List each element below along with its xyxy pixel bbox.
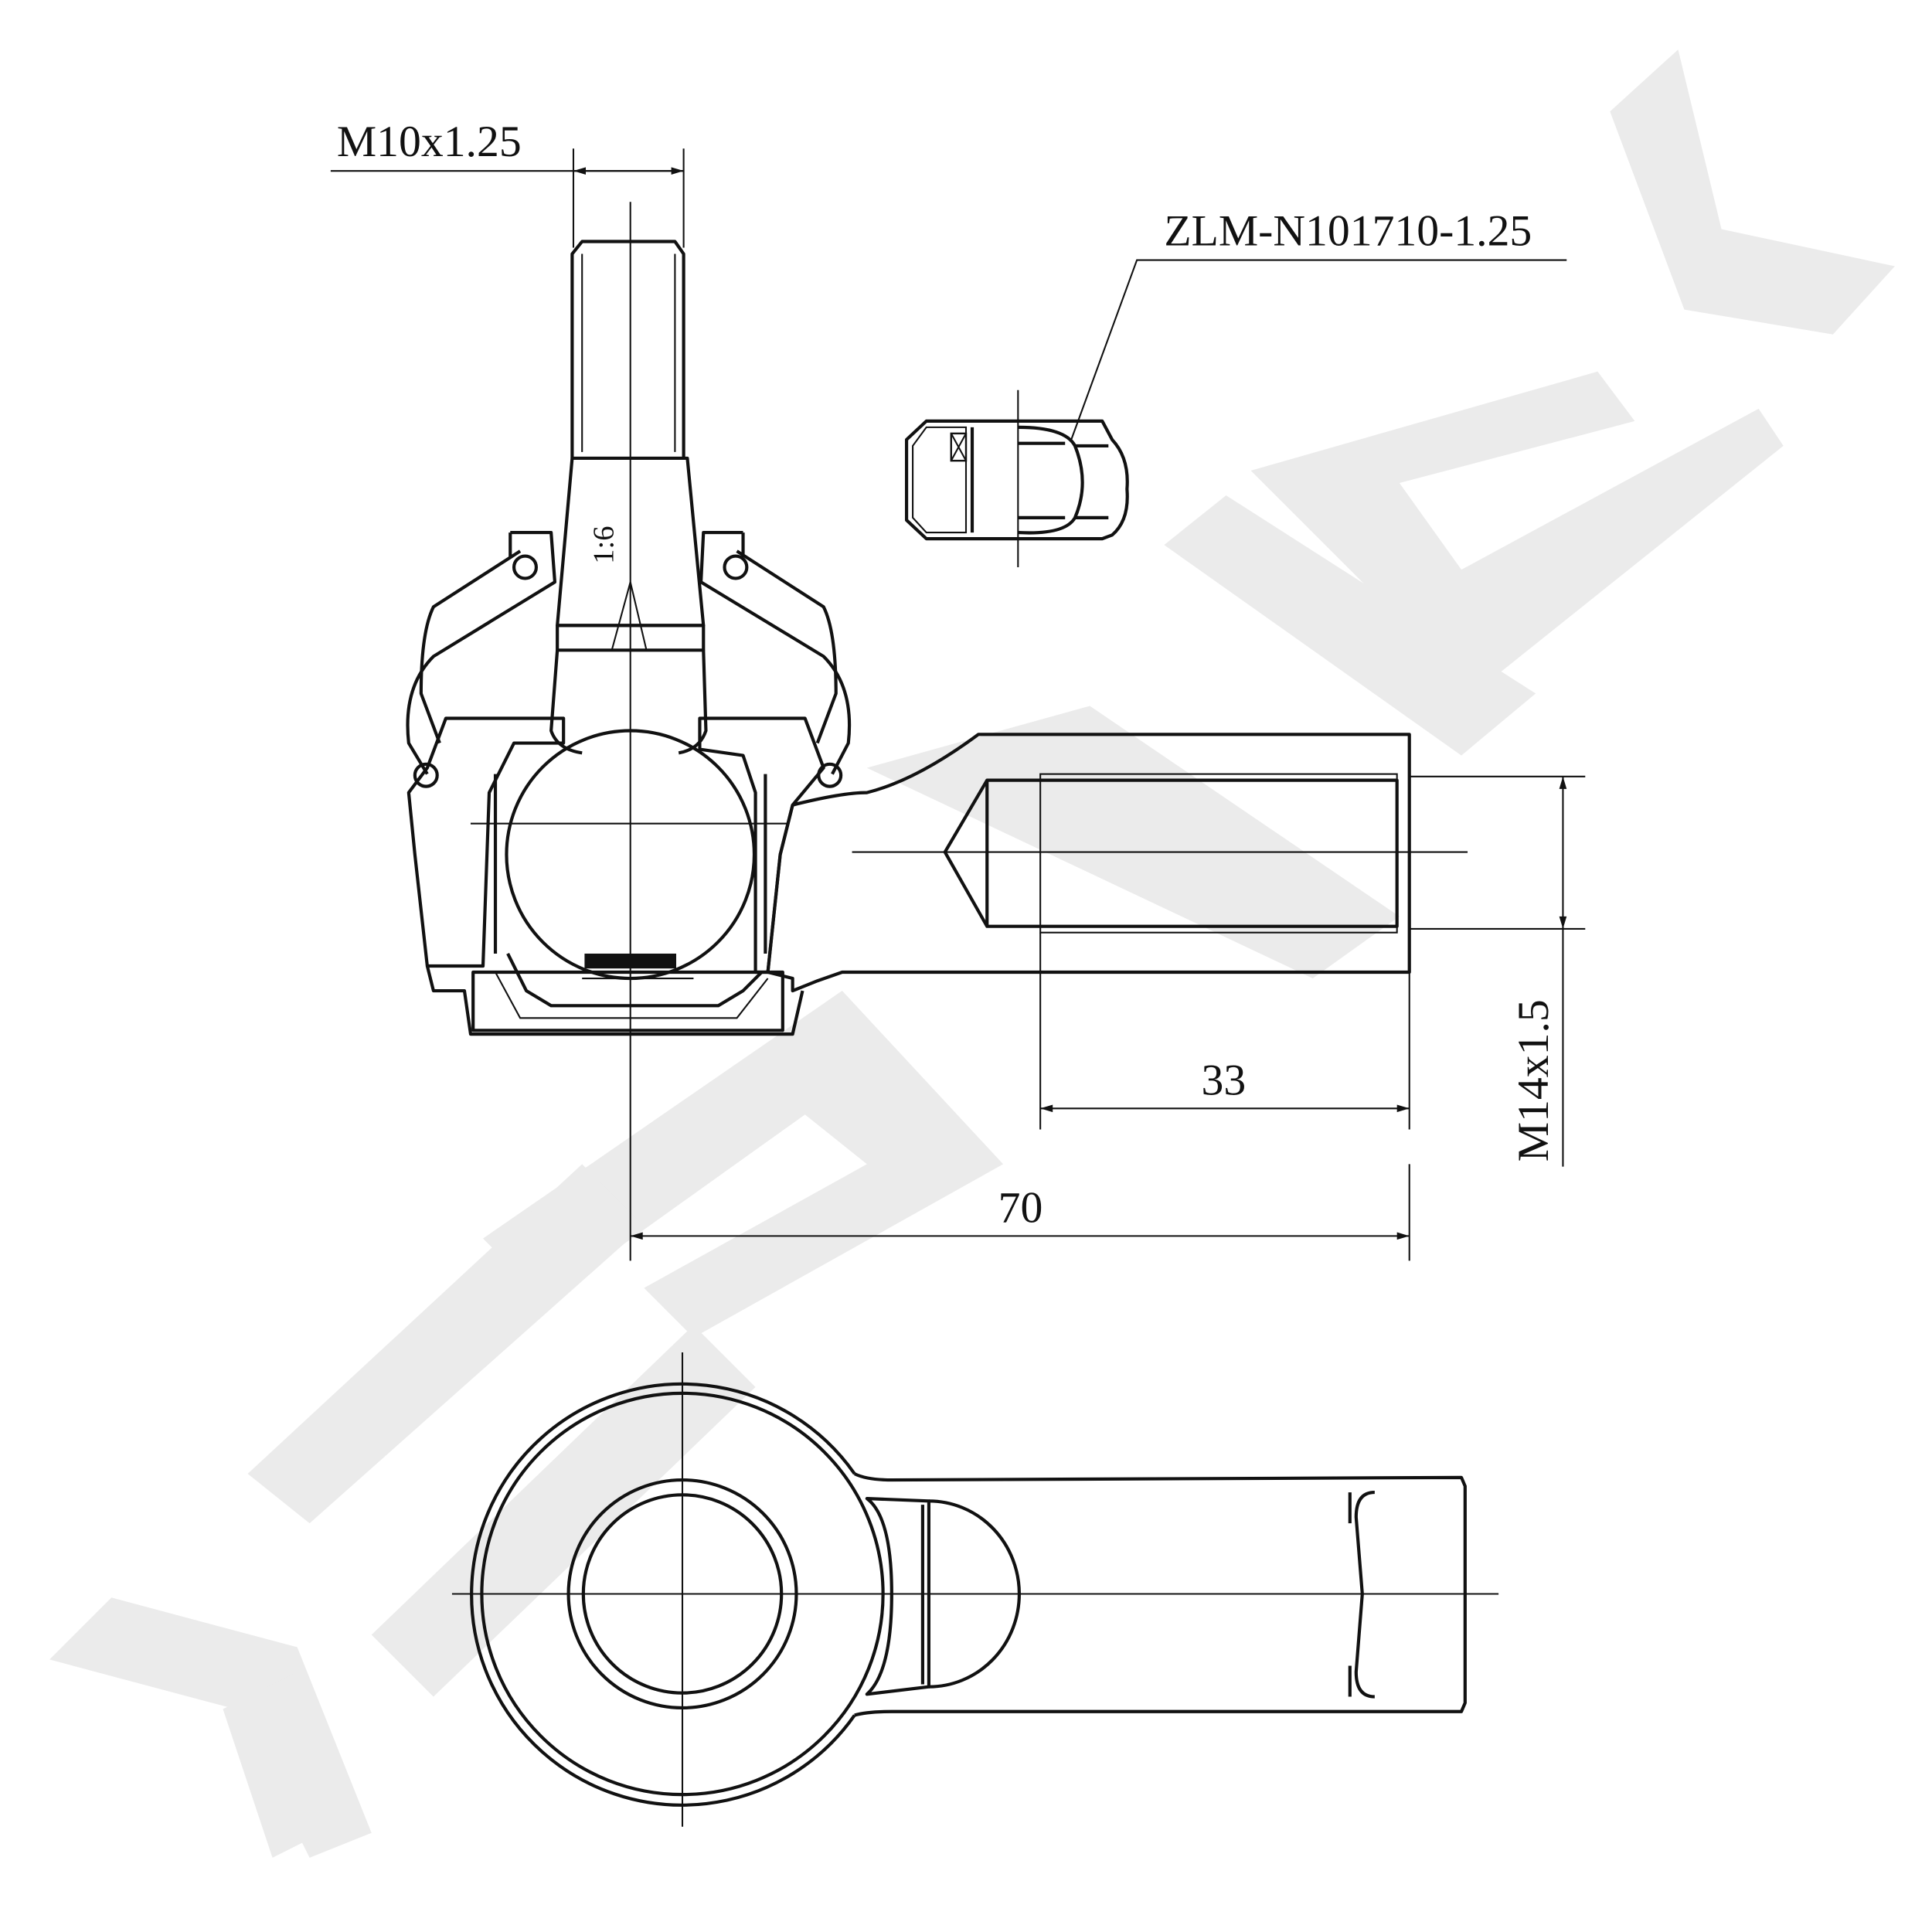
overall-length-dimension: 70: [630, 1164, 1410, 1261]
stud-thread-label: M10x1.25: [337, 117, 522, 166]
housing-section: [406, 716, 1468, 1036]
top-view: [451, 1352, 1499, 1827]
taper-label: 1:6: [587, 526, 620, 564]
ball-stud: 1:6: [549, 240, 708, 755]
stud-thread-dimension: M10x1.25: [330, 117, 685, 248]
thread-depth-label: 33: [1201, 1056, 1246, 1105]
ball-seat: [584, 953, 676, 969]
overall-length-label: 70: [998, 1184, 1043, 1233]
rubber-boot: [406, 531, 852, 788]
watermark-logo: [49, 49, 1895, 1858]
ball: [505, 729, 757, 981]
lock-nut: ZLM-N101710-1.25: [904, 206, 1567, 567]
bore-thread-dimension: M14x1.5: [1409, 775, 1586, 1167]
nut-part-label: ZLM-N101710-1.25: [1164, 206, 1532, 255]
thread-depth-dimension: 33: [1039, 932, 1410, 1130]
bore-thread-label: M14x1.5: [1509, 999, 1558, 1162]
